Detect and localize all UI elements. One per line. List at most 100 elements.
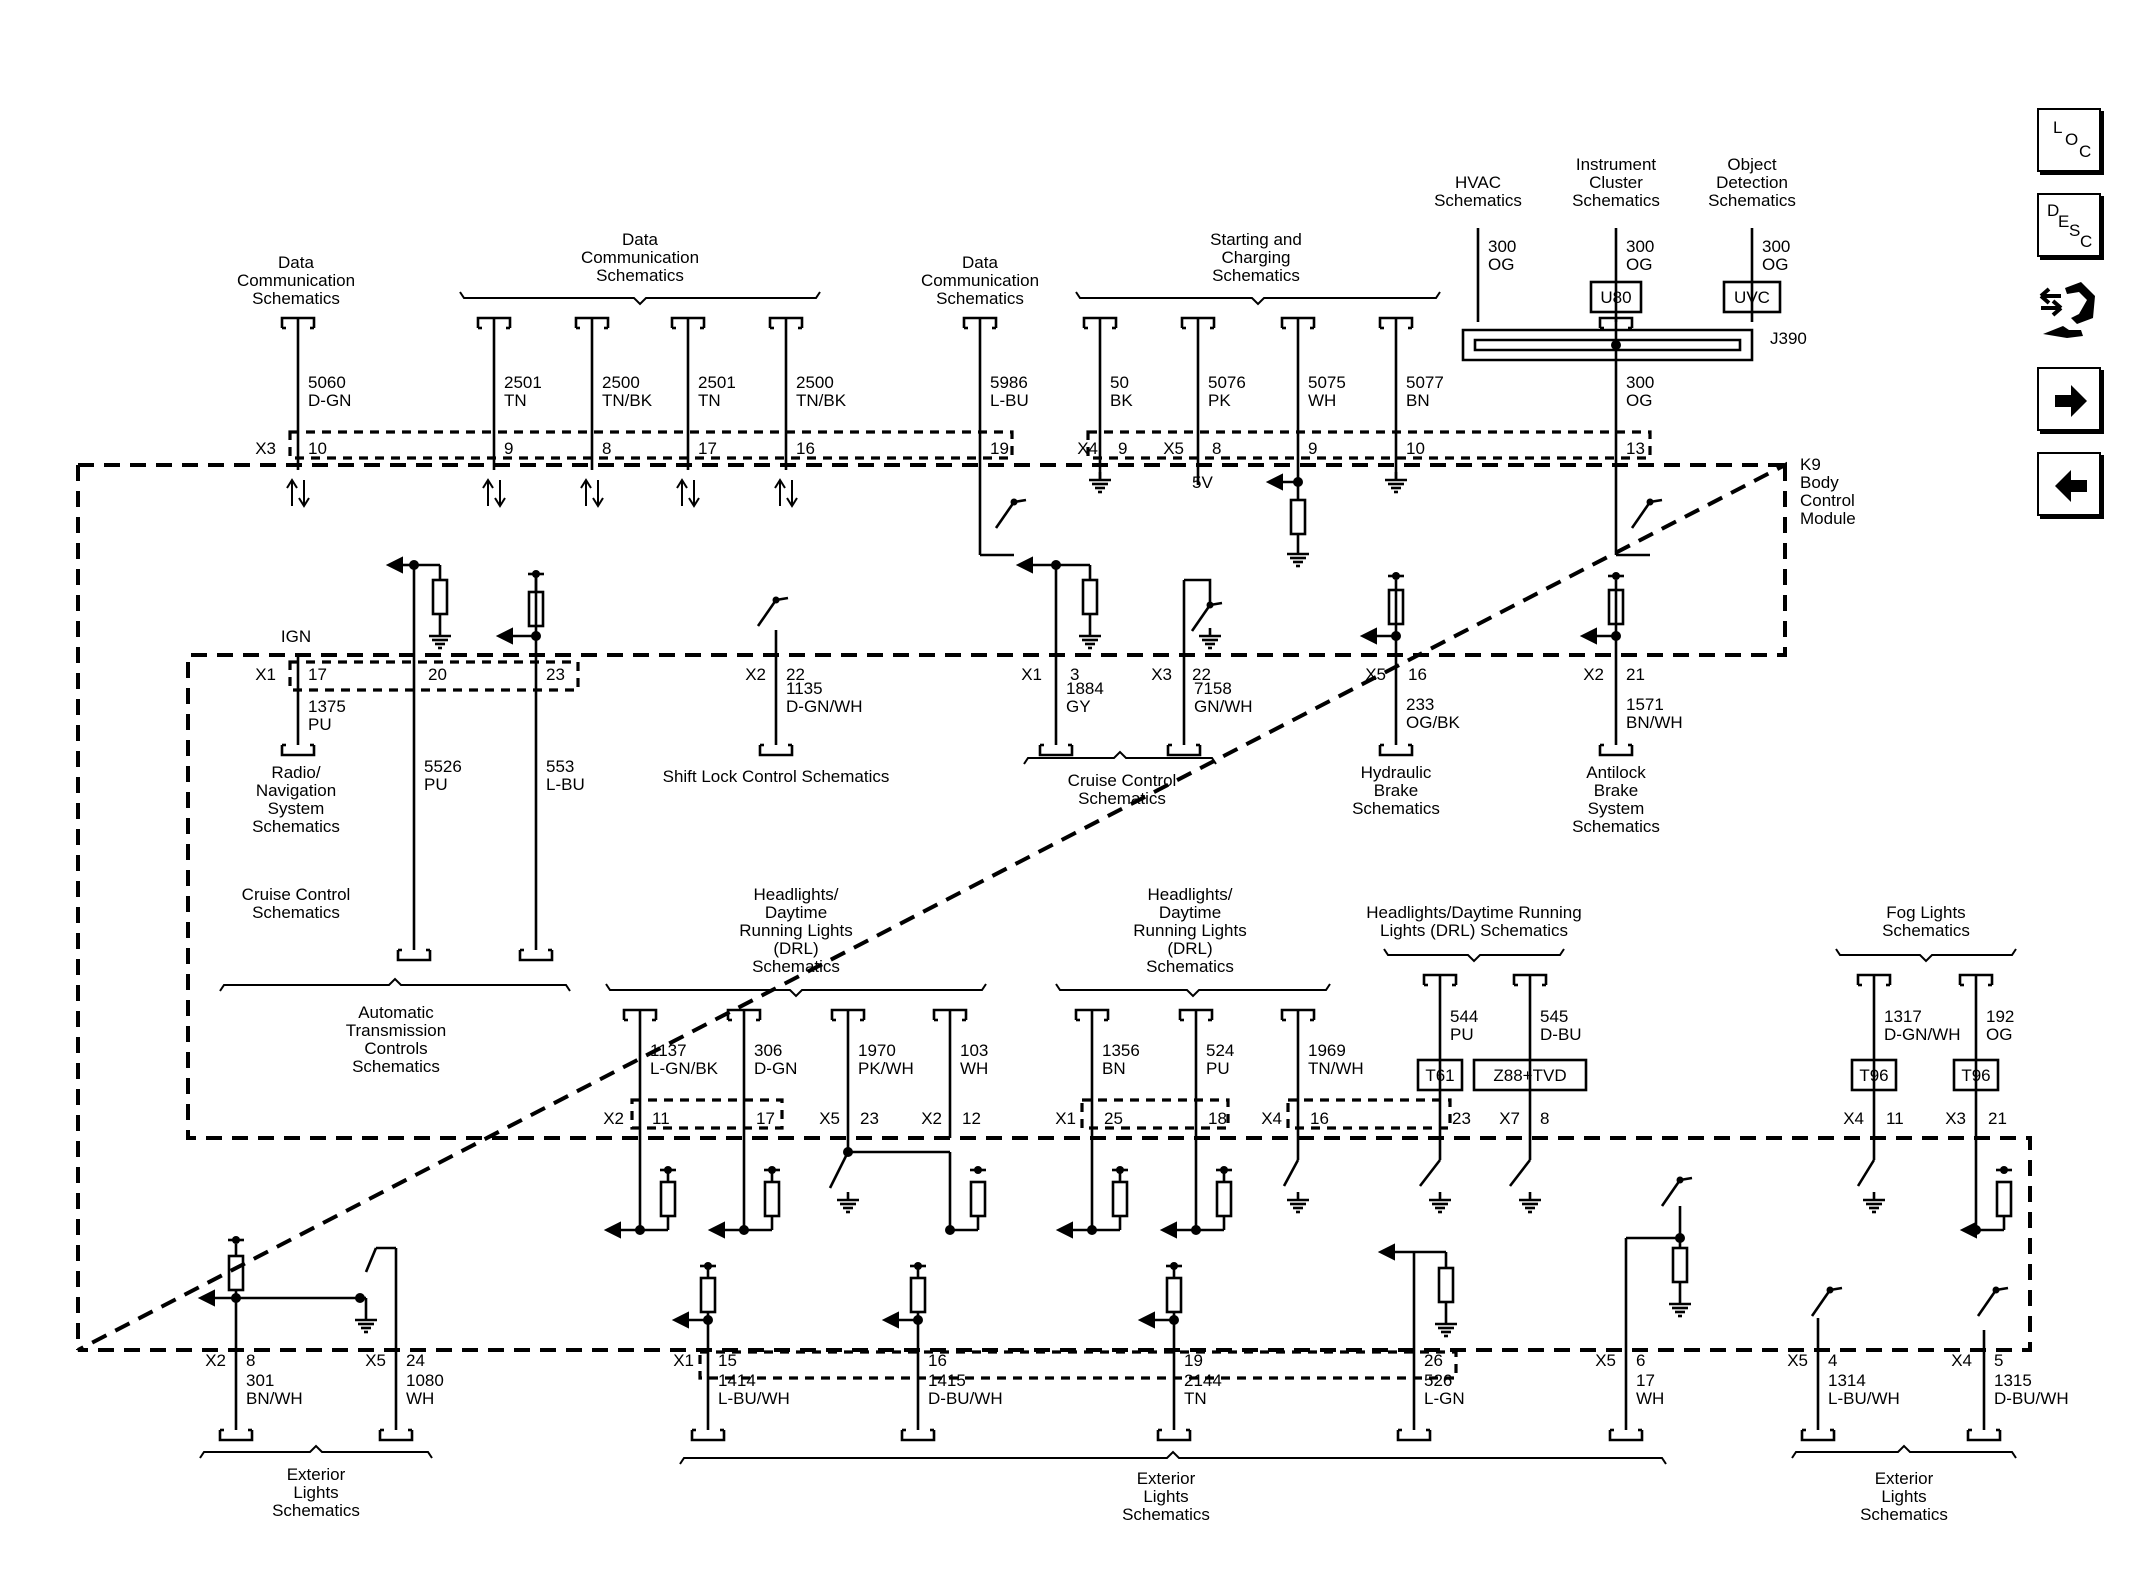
pin-number: 9 xyxy=(504,439,513,458)
lower-wire-color: WH xyxy=(960,1059,988,1078)
bidirectional-arrow-icon xyxy=(494,497,506,508)
top-wire-circuit: 2501 xyxy=(698,373,736,392)
starting-charging-label: Schematics xyxy=(1212,266,1300,285)
lower-wire-color: D-GN/WH xyxy=(1884,1025,1960,1044)
headlights-label-2: Running Lights xyxy=(1133,921,1246,940)
arrow-icon xyxy=(1959,1221,1977,1239)
resistor-icon xyxy=(1995,1180,2013,1218)
starting-charging-label: Charging xyxy=(1222,248,1291,267)
arrow-icon xyxy=(671,1311,689,1329)
top-wire-color: OG xyxy=(1626,391,1652,410)
lower-wire-color: BN xyxy=(1102,1059,1126,1078)
bottom-wire-circuit: 1315 xyxy=(1994,1371,2032,1390)
pin-number: 16 xyxy=(796,439,815,458)
data-comm-label: Data xyxy=(622,230,658,249)
resistor-icon xyxy=(1387,588,1405,626)
pin-number: 21 xyxy=(1988,1109,2007,1128)
wire-1375-color: PU xyxy=(308,715,332,734)
pin-number: 22 xyxy=(786,665,805,684)
lower-wire-circuit: 1970 xyxy=(858,1041,896,1060)
arrow-icon xyxy=(1377,1243,1395,1261)
bottom-connector xyxy=(218,1430,254,1442)
arrow-icon xyxy=(1015,556,1033,574)
bidirectional-arrow-icon xyxy=(676,478,688,489)
headlights-label-3: Headlights/Daytime Running xyxy=(1366,903,1581,922)
bidirectional-arrow-icon xyxy=(482,478,494,489)
headlights-label-1: (DRL) xyxy=(773,939,818,958)
resistor-icon xyxy=(659,1180,677,1218)
trans-label: Automatic xyxy=(358,1003,434,1022)
bottom-wire-circuit: 2144 xyxy=(1184,1371,1222,1390)
cluster-label: Instrument xyxy=(1576,155,1657,174)
top-wire-circuit: 2501 xyxy=(504,373,542,392)
bidirectional-arrow-icon xyxy=(298,497,310,508)
wire-5526-color: PU xyxy=(424,775,448,794)
starting-charging-brace xyxy=(1075,291,1441,306)
abs-label: Brake xyxy=(1594,781,1638,800)
pin-number: 16 xyxy=(1310,1109,1329,1128)
resistor-icon xyxy=(1165,1276,1183,1314)
headlights-label-1: Running Lights xyxy=(739,921,852,940)
pin-number: 16 xyxy=(1408,665,1427,684)
connector-id: X1 xyxy=(1055,1109,1076,1128)
data-comm-label: Schematics xyxy=(936,289,1024,308)
next-arrow-icon xyxy=(2055,385,2087,417)
resistor-icon xyxy=(431,578,449,616)
top-wire-color: BN xyxy=(1406,391,1430,410)
data-comm-label: Data xyxy=(962,253,998,272)
lower-wire-color: PK/WH xyxy=(858,1059,914,1078)
connector-end-view-icon[interactable] xyxy=(2037,278,2101,342)
resistor-icon xyxy=(699,1276,717,1314)
connector-id: X5 xyxy=(1595,1351,1616,1370)
switch-icon xyxy=(1630,501,1652,529)
module-name: Body xyxy=(1800,473,1839,492)
radio-label: Radio/ xyxy=(271,763,320,782)
bidirectional-arrow-icon xyxy=(580,478,592,489)
arrow-icon xyxy=(1579,627,1597,645)
next-button[interactable] xyxy=(2037,367,2101,431)
bottom-wire-circuit: 1415 xyxy=(928,1371,966,1390)
pin-number: 11 xyxy=(652,1109,670,1128)
desc-button[interactable]: D E S C xyxy=(2037,193,2101,257)
connector-id: X3 xyxy=(1151,665,1172,684)
bottom-wire-color: WH xyxy=(406,1389,434,1408)
pin-number: 8 xyxy=(602,439,611,458)
lower-wire-circuit: 1317 xyxy=(1884,1007,1922,1026)
pin-number: 17 xyxy=(756,1109,775,1128)
data-comm-label: Communication xyxy=(921,271,1039,290)
top-wire-circuit: 2500 xyxy=(796,373,834,392)
wire-233-circuit: 233 xyxy=(1406,695,1434,714)
loc-button[interactable]: L O C xyxy=(2037,108,2101,172)
cruise-label-2: Schematics xyxy=(1078,789,1166,808)
headlights-label-2: Daytime xyxy=(1159,903,1221,922)
pin-number: 24 xyxy=(406,1351,425,1370)
switch-icon xyxy=(1856,1159,1876,1187)
previous-button[interactable] xyxy=(2037,452,2101,516)
pin-number: 25 xyxy=(1104,1109,1123,1128)
data-comm-label: Communication xyxy=(237,271,355,290)
object-detection-label: Object xyxy=(1727,155,1776,174)
wire-1884-circuit: 1884 xyxy=(1066,679,1104,698)
switch-tip xyxy=(1013,498,1027,504)
trans-label: Transmission xyxy=(346,1021,446,1040)
shift-connector xyxy=(758,745,794,757)
wire-553-circuit: 553 xyxy=(546,757,574,776)
lower-wire-color: PU xyxy=(1206,1059,1230,1078)
headlights-brace-1 xyxy=(605,983,987,998)
fog-label: Fog Lights xyxy=(1886,903,1965,922)
hvac-wire-color: OG xyxy=(1488,255,1514,274)
resistor-icon xyxy=(969,1180,987,1218)
pin-number: 22 xyxy=(1192,665,1211,684)
cruise-connector xyxy=(1166,745,1202,757)
connector-id: X1 xyxy=(673,1351,694,1370)
hydraulic-label: Schematics xyxy=(1352,799,1440,818)
switch-icon xyxy=(994,501,1016,529)
module-name: Module xyxy=(1800,509,1856,528)
bidirectional-arrow-icon xyxy=(774,478,786,489)
arrow-icon xyxy=(1265,473,1283,491)
abs-connector xyxy=(1598,745,1634,757)
connector-id: X2 xyxy=(603,1109,624,1128)
fog-brace xyxy=(1835,948,2017,963)
loc-letter-l: L xyxy=(2053,118,2063,137)
